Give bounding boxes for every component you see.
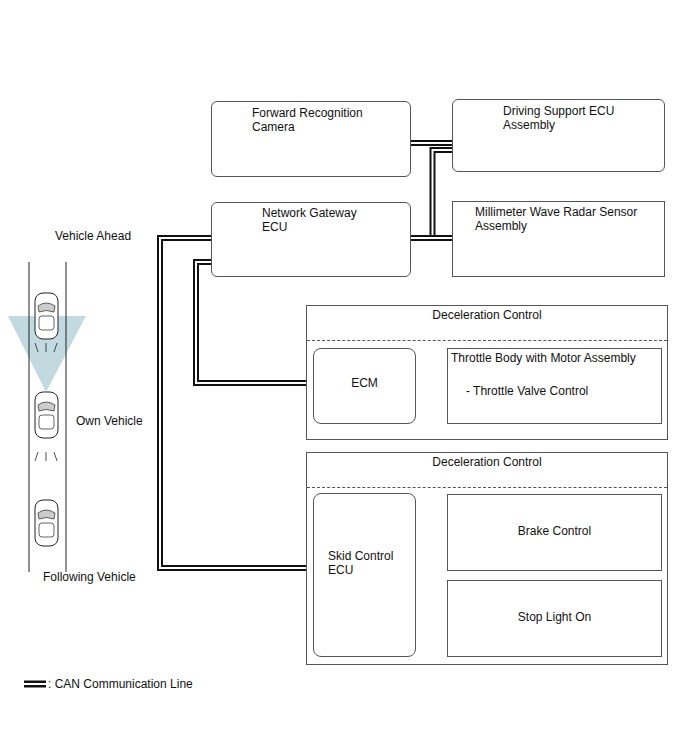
lane-line (29, 262, 30, 572)
block-text: Stop Light On (448, 610, 661, 624)
block-text: Throttle Body with Motor Assembly (451, 351, 659, 365)
vehicle-ahead-car (35, 293, 58, 339)
vehicle-label: Following Vehicle (43, 570, 136, 584)
block-box: Skid Control ECU (313, 493, 416, 657)
block-text: Brake Control (448, 524, 661, 538)
can-line (196, 262, 313, 383)
block-box: Brake Control (447, 494, 662, 571)
block-box: Millimeter Wave Radar Sensor Assembly (452, 201, 665, 277)
block-text: Forward Recognition Camera (252, 106, 402, 135)
block-text: Skid Control ECU (328, 549, 413, 578)
block-box: Network Gateway ECU (211, 202, 411, 277)
lane-line (66, 262, 67, 572)
block-text: Millimeter Wave Radar Sensor Assembly (475, 205, 660, 234)
dashed-divider (307, 340, 667, 341)
block-box: Deceleration ControlSkid Control ECU Brak… (306, 452, 668, 665)
block-text: - Throttle Valve Control (466, 384, 656, 398)
can-line (411, 238, 452, 239)
block-text: Deceleration Control (307, 455, 667, 469)
block-box: Throttle Body with Motor Assembly - Throt… (447, 348, 662, 424)
legend-text: : CAN Communication Line (48, 677, 193, 691)
block-text: ECM (314, 376, 415, 390)
block-box: Deceleration ControlECM Throttle Body wit… (306, 305, 668, 440)
block-box: ECM (313, 348, 416, 424)
own-vehicle-car (35, 343, 58, 461)
can-line (411, 150, 452, 238)
block-text: Driving Support ECU Assembly (503, 104, 658, 133)
can-line (411, 143, 452, 144)
can-line (160, 238, 313, 568)
vehicle-label: Vehicle Ahead (55, 229, 131, 243)
block-text: Deceleration Control (307, 308, 667, 322)
block-box: Forward Recognition Camera (211, 101, 411, 177)
vehicle-label: Own Vehicle (76, 414, 143, 428)
block-text: Network Gateway ECU (262, 206, 367, 235)
block-box: Stop Light On (447, 580, 662, 657)
legend-swatch (24, 678, 46, 690)
dashed-divider (307, 487, 667, 488)
block-box: Driving Support ECU Assembly (452, 99, 665, 172)
following-vehicle-car (35, 500, 58, 546)
